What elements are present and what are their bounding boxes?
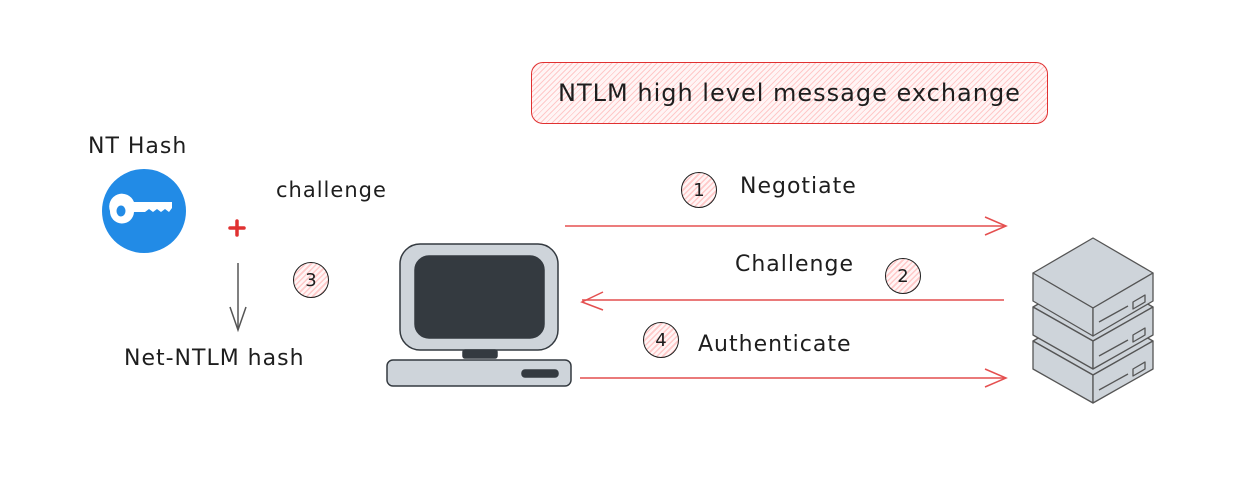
challenge-label: challenge xyxy=(276,178,387,202)
diagram-title: NTLM high level message exchange xyxy=(558,79,1021,107)
nt-hash-label: NT Hash xyxy=(88,134,188,159)
authenticate-label: Authenticate xyxy=(698,332,852,357)
desktop-computer-icon xyxy=(386,243,572,387)
key-icon xyxy=(102,169,186,253)
authenticate-arrow xyxy=(580,368,1008,388)
plus-icon xyxy=(228,219,246,237)
diagram-title-box: NTLM high level message exchange xyxy=(531,62,1048,124)
net-ntlm-hash-label: Net-NTLM hash xyxy=(124,346,305,371)
negotiate-arrow xyxy=(565,216,1008,236)
challenge-message-label: Challenge xyxy=(735,252,854,277)
server-stack-icon xyxy=(1032,237,1154,404)
step-4-badge: 4 xyxy=(643,322,679,358)
step-3-badge: 3 xyxy=(293,262,329,298)
step-1-badge: 1 xyxy=(681,172,717,208)
down-arrow-icon xyxy=(229,263,247,333)
step-2-badge: 2 xyxy=(885,258,921,294)
negotiate-label: Negotiate xyxy=(740,174,857,199)
challenge-arrow xyxy=(580,291,1004,311)
